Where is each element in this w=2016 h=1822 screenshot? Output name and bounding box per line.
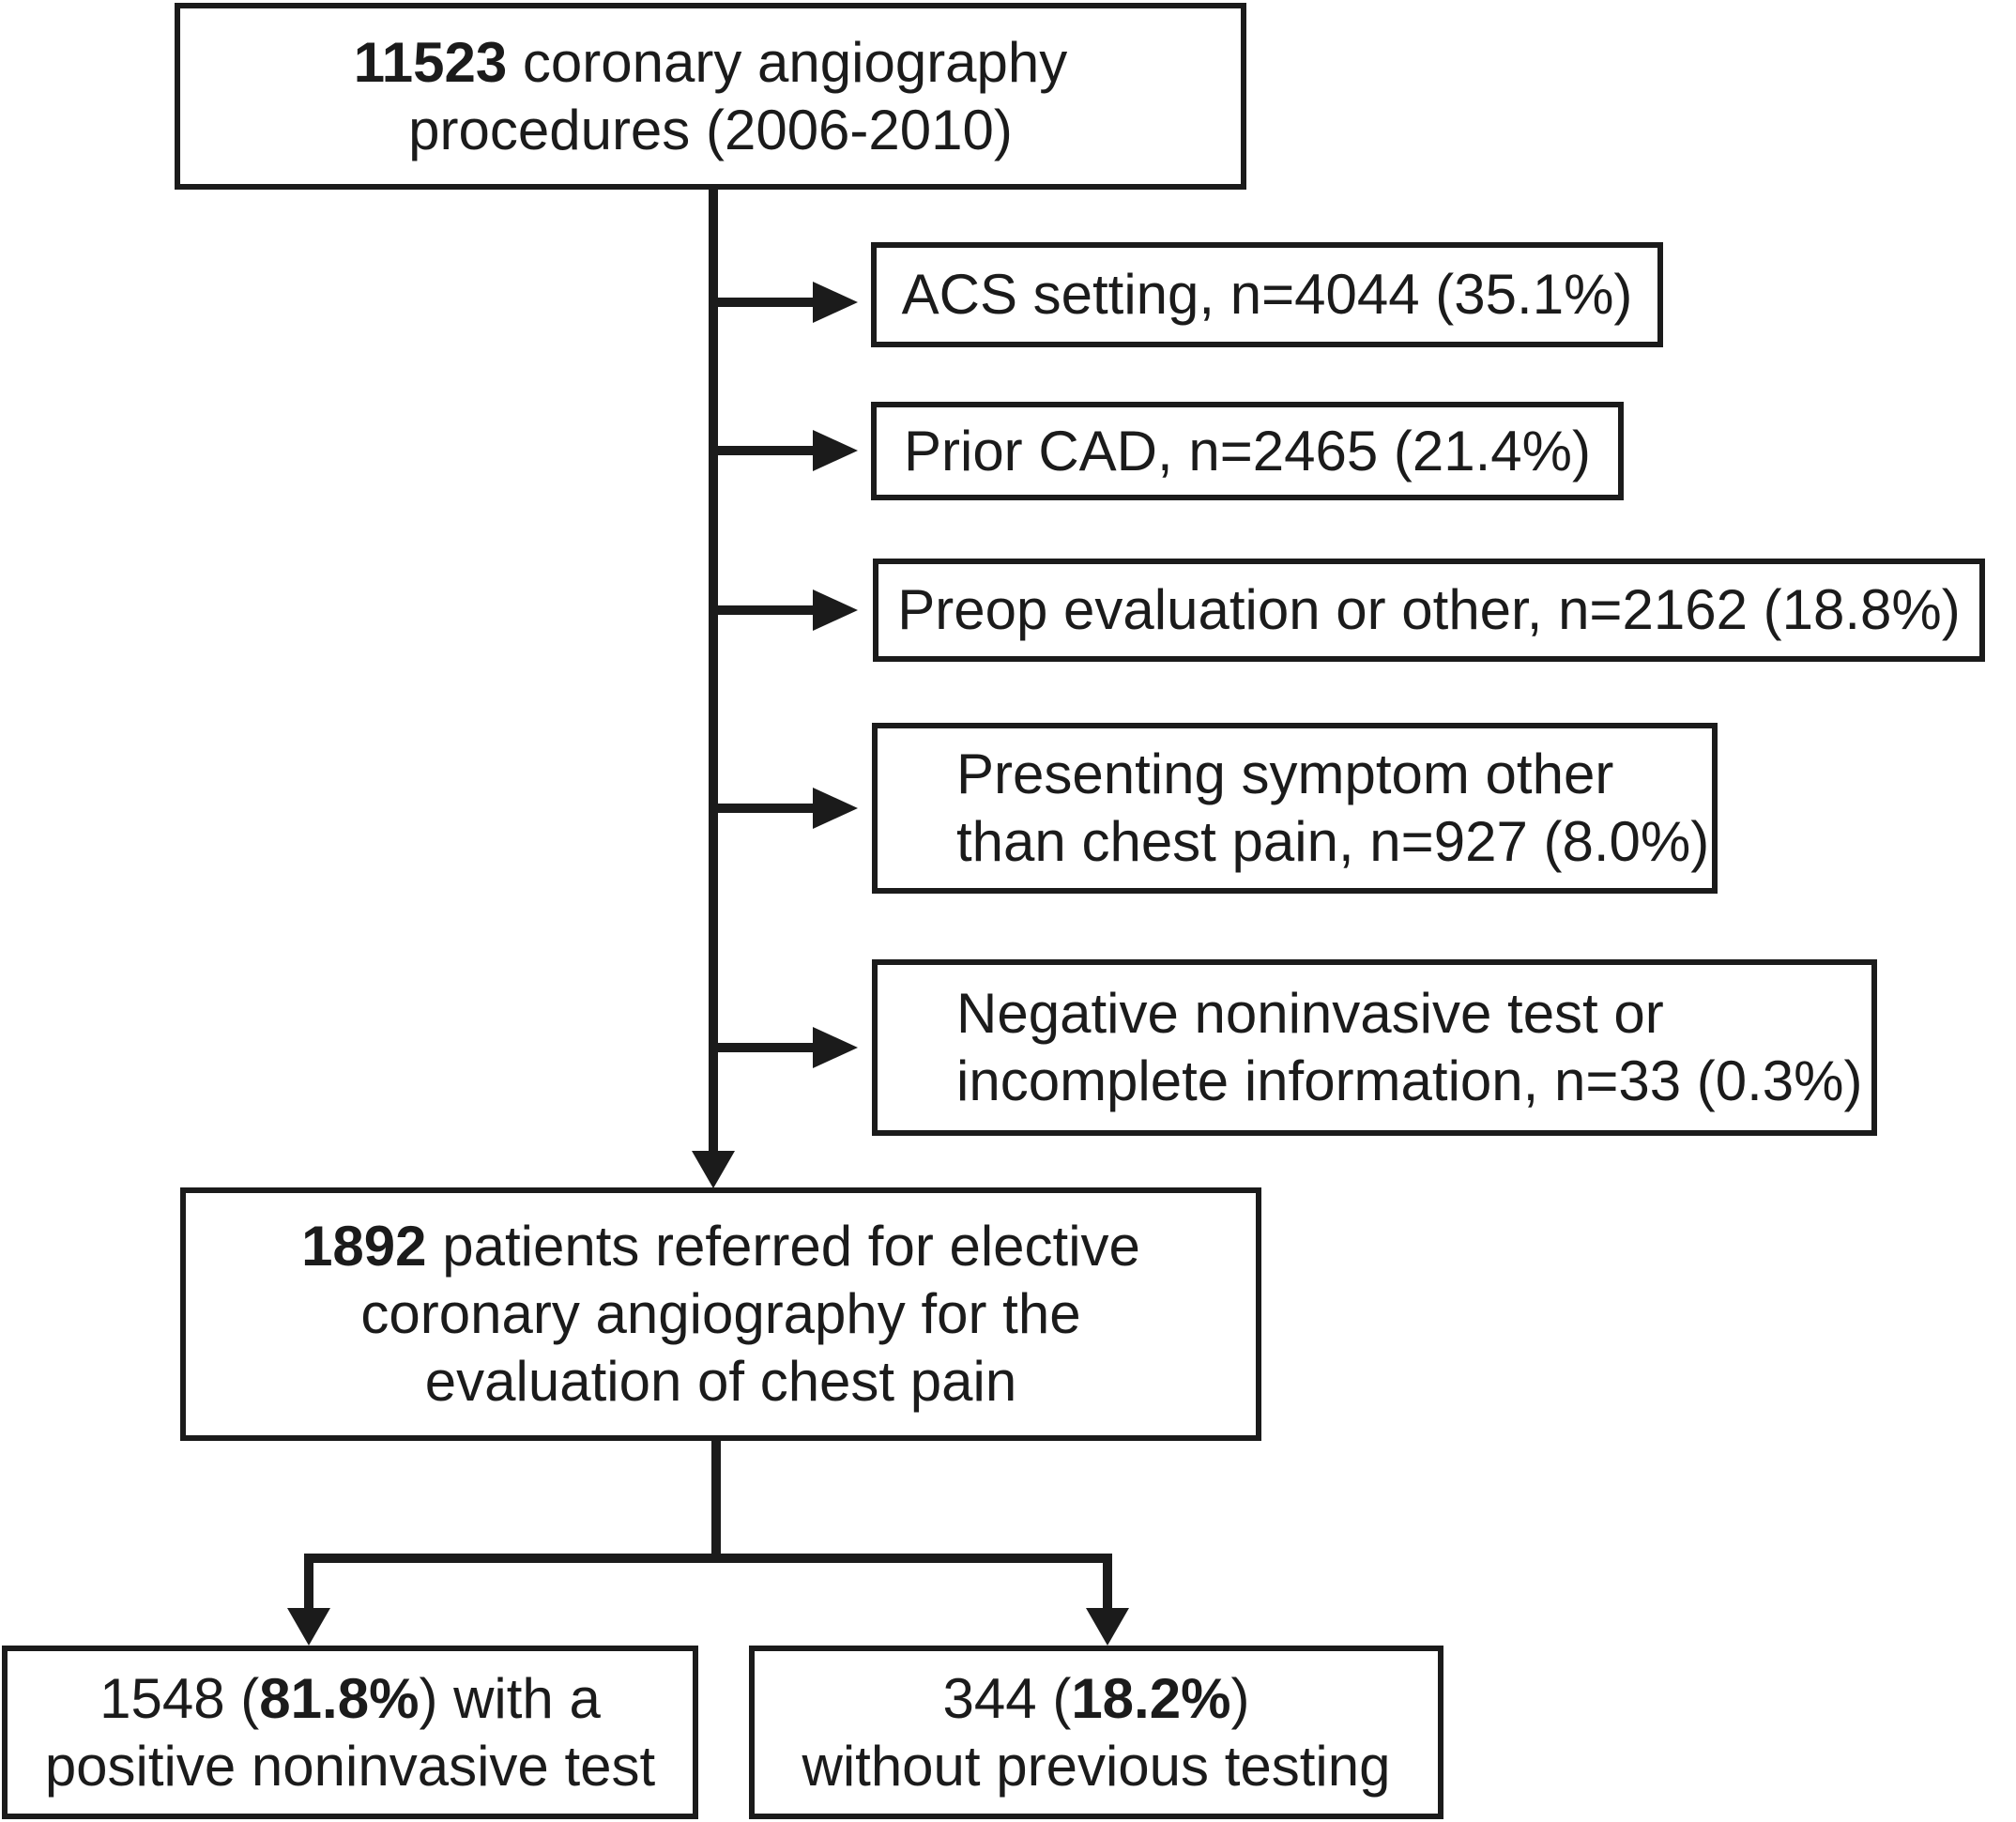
- exclusion-arrow-line-2: [713, 446, 815, 455]
- source-count: 11523: [353, 30, 508, 94]
- exclusion-box-negative-test: Negative noninvasive test or incomplete …: [872, 959, 1877, 1136]
- cohort-count: 1892: [301, 1215, 427, 1278]
- exclusion-box-preop: Preop evaluation or other, n=2162 (18.8%…: [873, 559, 1985, 662]
- split-stem-line: [711, 1441, 721, 1563]
- exclusion-arrow-line-4: [713, 804, 815, 813]
- positive-test-line1: 1548 (81.8%) with a: [99, 1665, 601, 1733]
- exclusion-acs-label: ACS setting, n=4044 (35.1%): [901, 263, 1633, 326]
- no-testing-line1-post: ): [1230, 1666, 1250, 1730]
- split-right-line: [1103, 1554, 1112, 1612]
- outcome-box-no-testing: 344 (18.2%) without previous testing: [749, 1646, 1443, 1819]
- exclusion-arrow-line-5: [713, 1043, 815, 1052]
- source-line2: procedures (2006-2010): [408, 98, 1013, 161]
- exclusion-box-acs: ACS setting, n=4044 (35.1%): [871, 242, 1663, 347]
- source-line1: 11523 coronary angiography: [354, 29, 1068, 97]
- source-line1-rest: coronary angiography: [507, 30, 1068, 94]
- no-testing-line2: without previous testing: [802, 1734, 1391, 1798]
- exclusion-arrow-line-1: [713, 298, 815, 307]
- positive-test-line1-pre: 1548 (: [99, 1666, 260, 1730]
- exclusion-arrowhead-icon-2: [813, 430, 858, 471]
- split-right-arrowhead-icon: [1086, 1608, 1129, 1646]
- cohort-box: 1892 patients referred for elective coro…: [180, 1187, 1261, 1441]
- exclusion-preop-label: Preop evaluation or other, n=2162 (18.8%…: [897, 578, 1961, 641]
- exclusion-negative-line2: incomplete information, n=33 (0.3%): [956, 1049, 1863, 1112]
- split-left-line: [304, 1554, 313, 1612]
- exclusion-arrow-line-3: [713, 605, 815, 615]
- exclusion-arrowhead-icon-1: [813, 282, 858, 323]
- exclusion-symptom-line1: Presenting symptom other: [956, 743, 1614, 805]
- cohort-line1: 1892 patients referred for elective: [301, 1213, 1140, 1280]
- outcome-box-positive-test: 1548 (81.8%) with a positive noninvasive…: [2, 1646, 698, 1819]
- positive-test-percent: 81.8%: [259, 1666, 420, 1730]
- no-testing-line1-pre: 344 (: [942, 1666, 1072, 1730]
- exclusion-symptom-line2: than chest pain, n=927 (8.0%): [956, 810, 1710, 873]
- split-horizontal-line: [304, 1554, 1112, 1563]
- positive-test-line2: positive noninvasive test: [44, 1734, 656, 1798]
- positive-test-line1-post: ) with a: [419, 1666, 601, 1730]
- cohort-line2: coronary angiography for the: [360, 1282, 1081, 1345]
- exclusion-arrowhead-icon-5: [813, 1027, 858, 1068]
- trunk-line: [709, 190, 718, 1153]
- source-box: 11523 coronary angiography procedures (2…: [175, 3, 1246, 190]
- exclusion-box-symptom: Presenting symptom other than chest pain…: [872, 723, 1718, 894]
- exclusion-prior-cad-label: Prior CAD, n=2465 (21.4%): [903, 419, 1591, 482]
- split-left-arrowhead-icon: [287, 1608, 330, 1646]
- exclusion-arrowhead-icon-3: [813, 589, 858, 631]
- exclusion-negative-line1: Negative noninvasive test or: [956, 982, 1664, 1045]
- exclusion-box-prior-cad: Prior CAD, n=2465 (21.4%): [871, 402, 1624, 500]
- no-testing-line1: 344 (18.2%): [943, 1665, 1250, 1733]
- trunk-arrowhead-icon: [692, 1151, 735, 1188]
- cohort-line1-rest: patients referred for elective: [426, 1215, 1140, 1278]
- cohort-line3: evaluation of chest pain: [424, 1350, 1017, 1413]
- no-testing-percent: 18.2%: [1071, 1666, 1231, 1730]
- exclusion-arrowhead-icon-4: [813, 788, 858, 829]
